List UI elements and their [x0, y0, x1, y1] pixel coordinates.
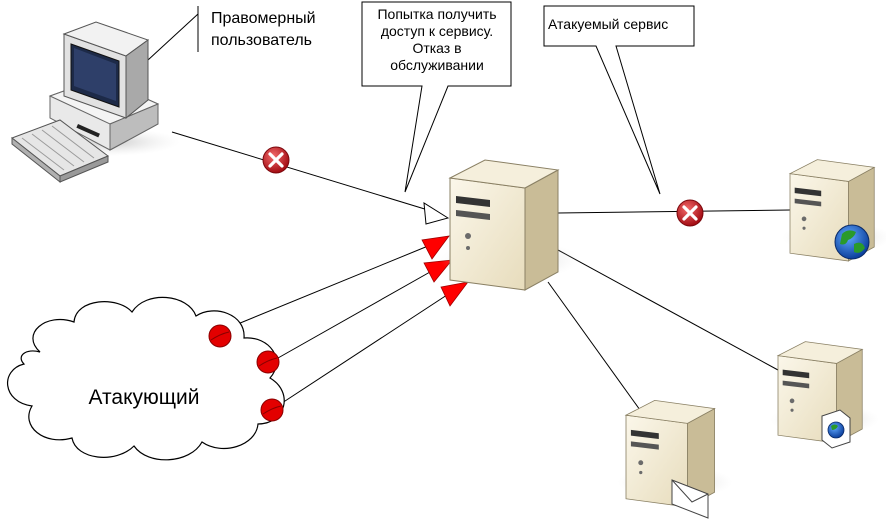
server-icon [439, 159, 581, 291]
attack-cut-marker [260, 398, 284, 422]
attack-arrowhead-3 [440, 281, 469, 307]
attack-arrowhead-1 [421, 235, 450, 260]
legit-arrowhead [423, 202, 450, 225]
server-to-mail-line [547, 281, 641, 411]
attack-line-1 [227, 245, 429, 329]
server-to-web-line [557, 209, 791, 214]
red-x-icon [675, 198, 705, 228]
connection-lines [171, 131, 791, 411]
attacker-label: Атакующий [88, 386, 200, 409]
callout-attacked-service [543, 5, 695, 195]
attack-line-2 [277, 271, 431, 359]
user-to-server-line [171, 131, 429, 211]
callout-attempt [361, 1, 512, 193]
file-server-document-icon [769, 341, 880, 449]
attempt-label: Попытка получить доступ к сервису. Отказ… [377, 6, 497, 73]
mail-server-envelope-icon [617, 399, 734, 519]
legit-user-label: Правомерный пользователь [211, 10, 316, 49]
attack-line-3 [281, 292, 451, 404]
desktop-computer-icon [10, 21, 180, 184]
server-to-file-line [557, 249, 779, 371]
callout-legit-user [147, 6, 199, 61]
attack-cut-marker [208, 324, 232, 348]
attack-cut-marker [256, 350, 280, 374]
web-server-globe-icon [781, 159, 886, 262]
attacked-service-label: Атакуемый сервис [548, 16, 669, 32]
red-x-icon [261, 145, 291, 175]
